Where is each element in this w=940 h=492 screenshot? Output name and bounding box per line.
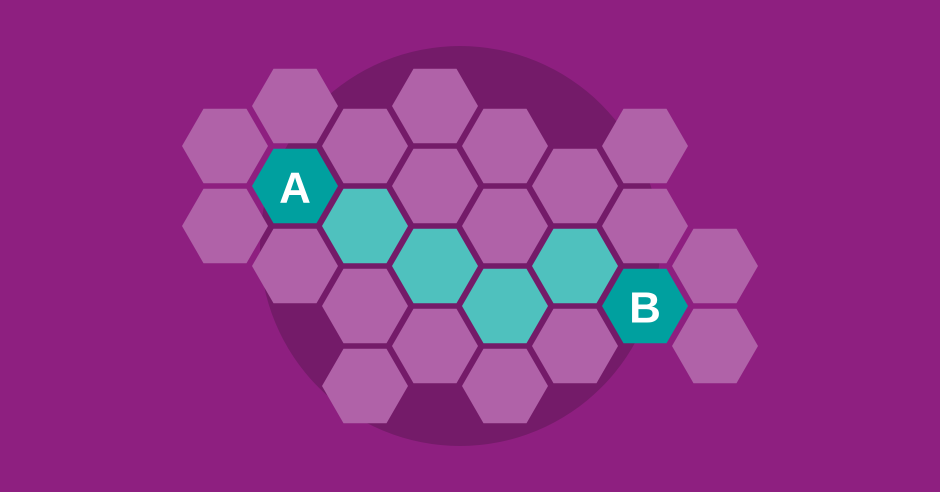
hex-cells [182,68,758,424]
start-label-a: A [279,164,311,213]
end-label-b: B [629,284,661,333]
hex-cell [532,308,618,384]
hex-cell [462,348,548,424]
path-hex-cell [392,228,478,304]
hex-cell [672,308,758,384]
start-hex-cell [252,148,338,224]
hex-cell [532,148,618,224]
hex-cell [182,188,268,264]
hex-cell [462,108,548,184]
hex-cell [602,188,688,264]
hex-cell [602,108,688,184]
hex-cell [322,268,408,344]
hex-cell [322,348,408,424]
hex-cell [322,108,408,184]
hex-cell [252,68,338,144]
path-hex-cell [322,188,408,264]
hex-cell [392,308,478,384]
endpoint-labels: A B [279,164,661,333]
hex-cell [672,228,758,304]
path-hex-cell [462,268,548,344]
path-hex-cell [532,228,618,304]
hex-cell [182,108,268,184]
hex-cell [462,188,548,264]
end-hex-cell [602,268,688,344]
hex-cell [392,68,478,144]
hex-cell [392,148,478,224]
hex-cell [252,228,338,304]
